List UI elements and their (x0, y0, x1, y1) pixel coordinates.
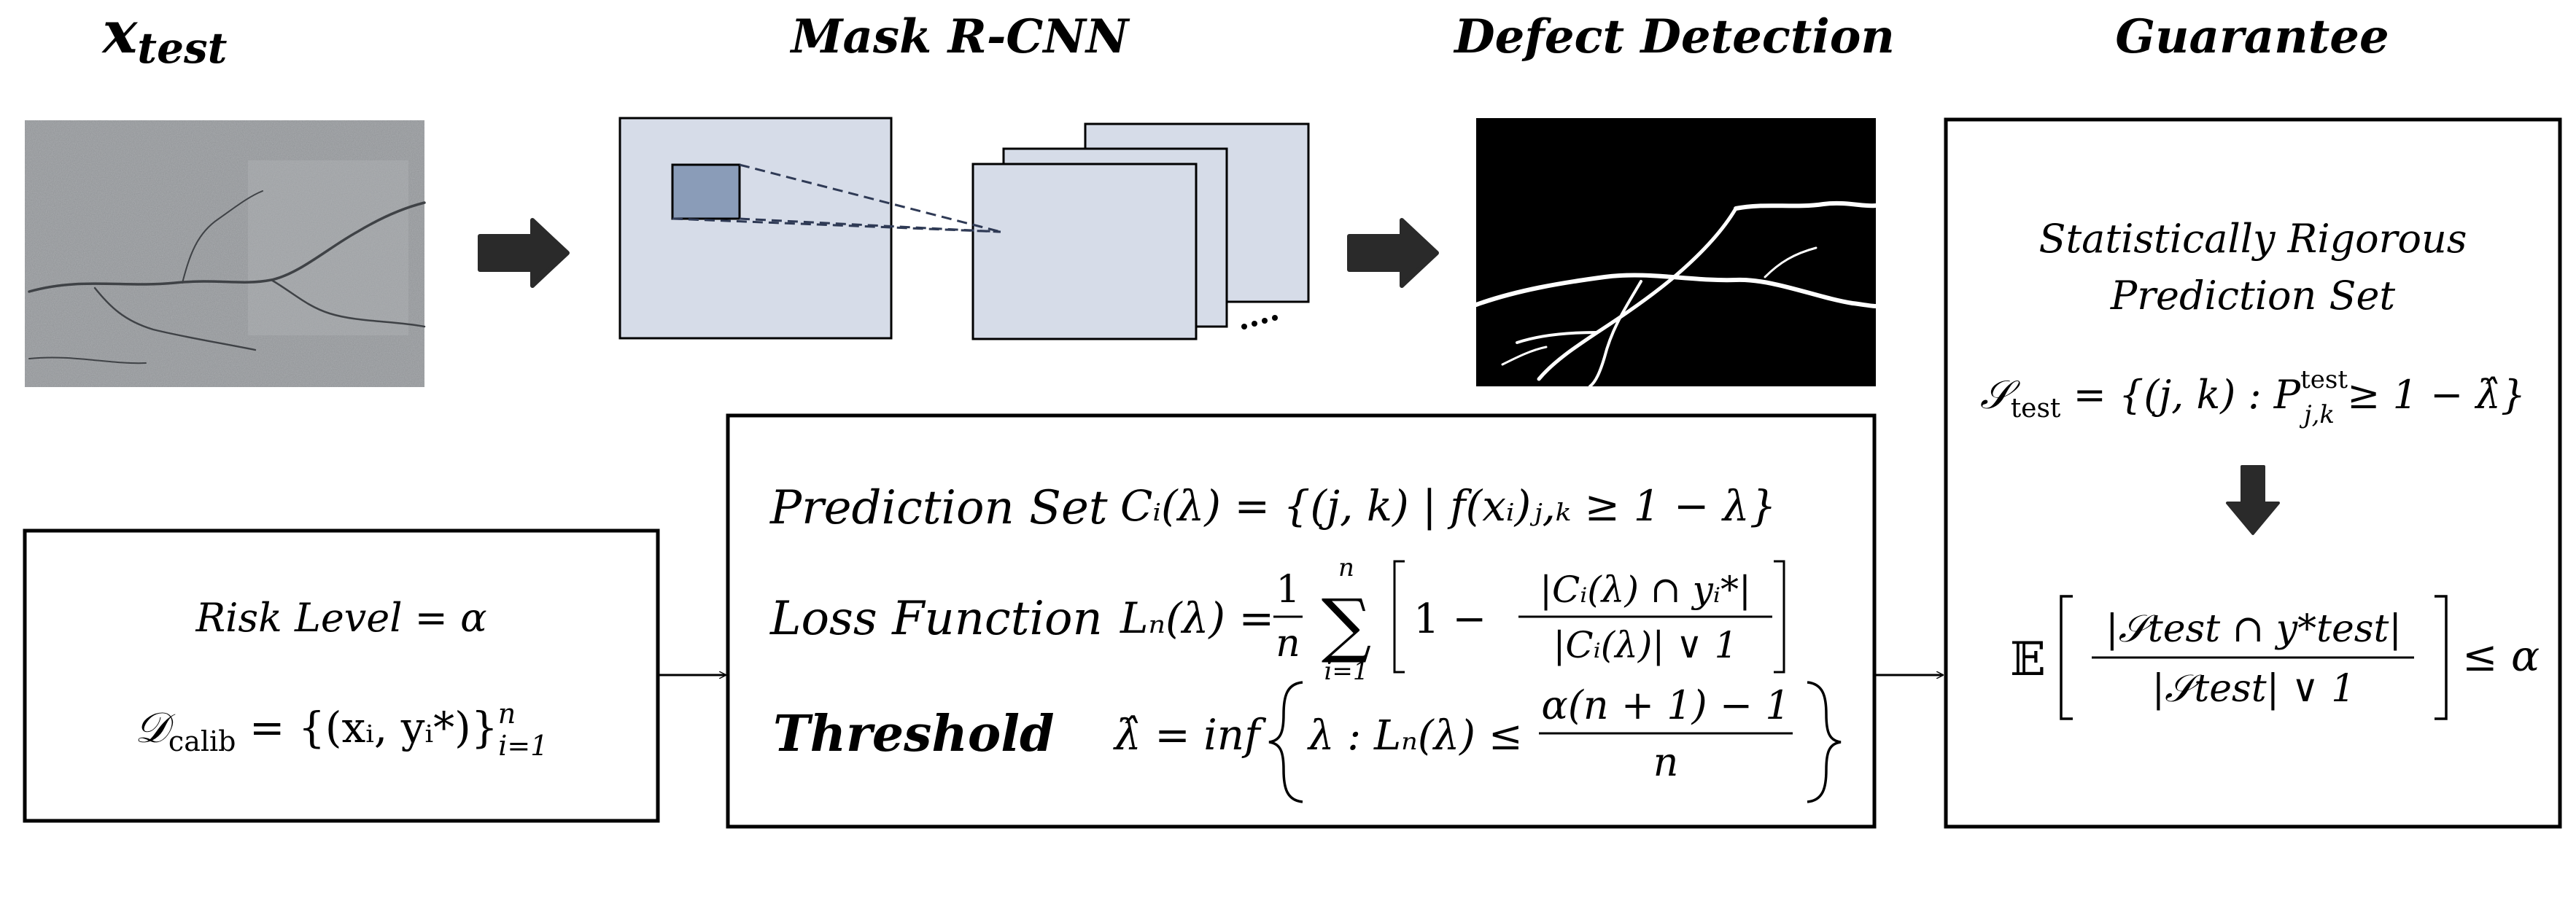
loss-sum-symbol: ∑ (1322, 584, 1372, 666)
loss-bracket-right (1774, 560, 1785, 674)
loss-frac-den: n (1276, 622, 1300, 666)
expectation-bound: 𝔼 |𝒮test ∩ y*test| |𝒮test| ∨ 1 ≤ α (2010, 595, 2540, 720)
mask-rcnn-block (618, 117, 1310, 340)
threshold-brace-left (1268, 681, 1303, 803)
ellipsis-dots (1241, 315, 1278, 329)
expect-bracket-right (2435, 595, 2448, 720)
threshold-denominator: n (1653, 739, 1679, 785)
defect-mask-image (1474, 118, 1878, 388)
guarantee-down-arrow (2226, 465, 2280, 535)
header-model: Mask R-CNN (790, 9, 1130, 64)
roi-projection-lines (672, 163, 1001, 233)
backbone-panel (618, 117, 893, 340)
loss-numerator: |Cᵢ(λ) ∩ yᵢ*| (1540, 569, 1751, 611)
header-output: Defect Detection (1453, 9, 1895, 64)
guarantee-title-line2: Prediction Set (2110, 273, 2396, 319)
threshold-numerator: α(n + 1) − 1 (1541, 682, 1790, 728)
prediction-set-label: Prediction Set (769, 481, 1108, 535)
guarantee-box: Statistically Rigorous Prediction Set 𝒮t… (1944, 117, 2562, 829)
threshold-lhs: λ̂ = inf (1113, 710, 1267, 760)
guarantee-title-line1: Statistically Rigorous (2038, 216, 2467, 262)
loss-bracket-term: 1 − (1413, 596, 1486, 643)
loss-frac-num: 1 (1276, 568, 1300, 612)
loss-sum-bottom: i=1 (1324, 657, 1369, 686)
arrow-model-to-output (1347, 218, 1439, 288)
threshold-formula: λ̂ = inf λ : Lₙ(λ) ≤ α(n + 1) − 1 n (1113, 681, 1842, 803)
loss-lhs: Lₙ(λ) = (1120, 593, 1274, 643)
procedure-box: Prediction Set Cᵢ(λ) = {(j, k) | f(xᵢ)ⱼ,… (726, 413, 1877, 829)
threshold-label: Threshold (773, 705, 1055, 763)
arrow-input-to-model (478, 218, 570, 288)
loss-sum-top: n (1338, 553, 1354, 582)
header-guarantee: Guarantee (2115, 9, 2389, 64)
roi-box (671, 163, 741, 220)
threshold-condition: λ : Lₙ(λ) ≤ (1307, 712, 1523, 760)
expect-bracket-left (2060, 595, 2073, 720)
loss-function-label: Loss Function (769, 592, 1103, 646)
loss-denominator: |Cᵢ(λ)| ∨ 1 (1553, 624, 1738, 666)
loss-function-formula: Lₙ(λ) = 1 n n ∑ i=1 1 − |Cᵢ(λ) ∩ yᵢ*| |C… (1120, 553, 1785, 686)
crack-lines (28, 190, 426, 364)
expectation-symbol: 𝔼 (2010, 633, 2046, 687)
expectation-denominator: |𝒮test| ∨ 1 (2152, 667, 2356, 711)
expectation-numerator: |𝒮test ∩ y*test| (2106, 607, 2402, 651)
header-input: xtest (101, 0, 228, 73)
threshold-brace-right (1807, 681, 1842, 803)
prediction-set-formula: Cᵢ(λ) = {(j, k) | f(xᵢ)ⱼ,ₖ ≥ 1 − λ} (1120, 481, 1777, 531)
feature-map-1 (971, 163, 1198, 340)
risk-level: Risk Level = α (195, 595, 486, 641)
expectation-rhs: ≤ α (2462, 631, 2540, 681)
input-road-image (25, 120, 426, 387)
loss-bracket-left (1393, 560, 1405, 674)
